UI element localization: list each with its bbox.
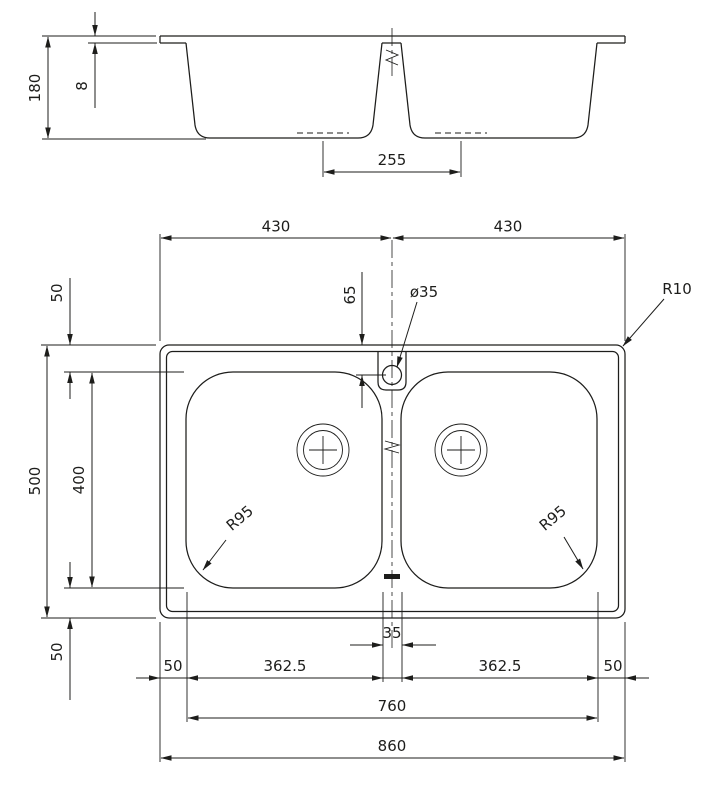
leader-corner-radius	[622, 298, 665, 347]
plan-view	[159, 240, 626, 650]
dim-label-r10: R10	[662, 280, 692, 298]
dim-label-35: 35	[382, 624, 401, 642]
right-drain-inner	[441, 430, 481, 470]
right-bowl-profile	[400, 42, 598, 139]
dim-label-500: 500	[26, 467, 44, 496]
leader-r95-left	[202, 539, 227, 571]
left-bowl-profile	[185, 42, 383, 139]
dim-label-430-left: 430	[262, 218, 291, 236]
sink-outline	[159, 344, 626, 619]
dim-label-50-left: 50	[163, 657, 182, 675]
leader-tap-diameter	[396, 301, 418, 368]
dim-label-50-right: 50	[603, 657, 622, 675]
left-bowl-outline	[185, 371, 383, 589]
dim-label-362-5-right: 362.5	[479, 657, 522, 675]
sink-rim-inner-edge	[165, 350, 620, 613]
sink-rim-profile-underside	[159, 36, 626, 44]
dim-label-430-right: 430	[494, 218, 523, 236]
right-drain-outer	[434, 423, 488, 477]
left-drain-crosshair	[309, 436, 337, 464]
overflow-symbol-section	[384, 49, 400, 66]
plan-dimensions: 430 430 500 400 50 50 65 ø35 R10 R95 R95…	[26, 218, 692, 762]
leader-r95-right	[563, 536, 584, 570]
dim-label-860: 860	[378, 737, 407, 755]
dim-label-tap-diameter: ø35	[410, 283, 438, 301]
left-drain-inner	[303, 430, 343, 470]
plan-extension-lines	[41, 234, 626, 762]
left-drain-outer	[296, 423, 350, 477]
dim-label-r95-right: R95	[536, 502, 570, 535]
dim-label-760: 760	[378, 697, 407, 715]
dim-label-65: 65	[341, 285, 359, 304]
dim-label-180: 180	[26, 74, 44, 103]
dim-label-400: 400	[70, 466, 88, 495]
dim-label-r95-left: R95	[223, 502, 257, 535]
dim-label-50-bottom: 50	[48, 642, 66, 661]
section-dimensions: 180 8 255	[26, 12, 462, 177]
right-bowl-outline	[400, 371, 598, 589]
dim-label-8: 8	[73, 81, 91, 91]
dim-label-255: 255	[378, 151, 407, 169]
section-view	[159, 28, 626, 139]
dim-label-362-5-left: 362.5	[264, 657, 307, 675]
dim-label-50-top: 50	[48, 283, 66, 302]
section-extension-lines	[42, 35, 462, 177]
right-drain-crosshair	[447, 436, 475, 464]
